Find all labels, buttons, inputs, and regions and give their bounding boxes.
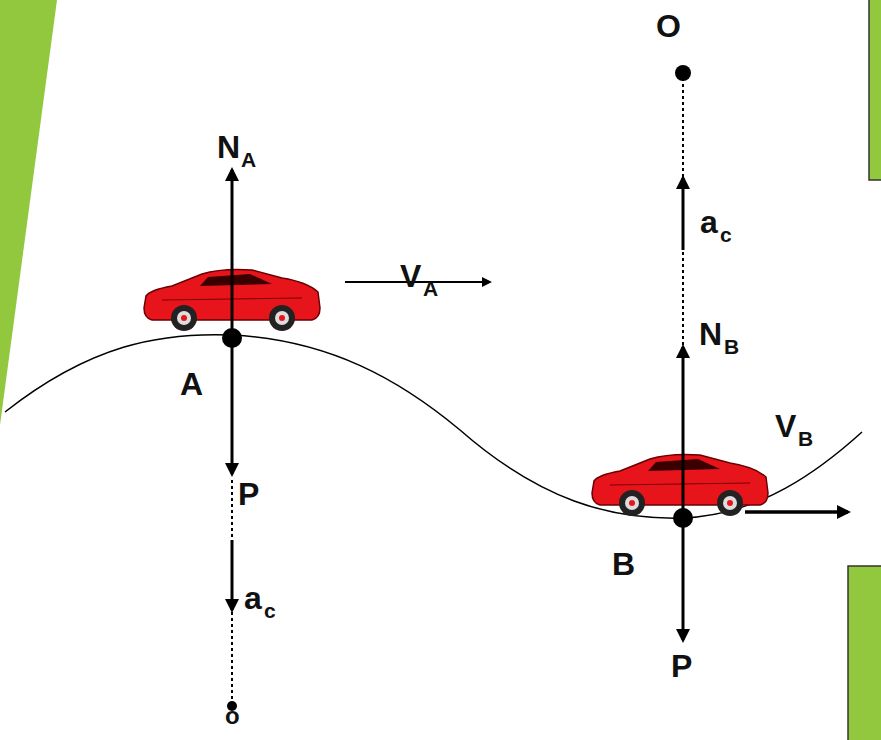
- subscript: A: [423, 278, 438, 299]
- force-symbol: N: [699, 318, 722, 350]
- center-label: O: [656, 10, 681, 42]
- green-panel: [848, 566, 881, 740]
- green-stripe: [0, 0, 57, 425]
- subscript: A: [241, 149, 256, 170]
- point-label: A: [180, 368, 203, 400]
- acceleration-arrow: [682, 178, 685, 250]
- center-dot: [675, 65, 691, 81]
- force-symbol: P: [671, 650, 692, 682]
- force-arrow: [682, 518, 685, 640]
- velocity-arrow: [745, 510, 848, 514]
- road-curve: [5, 335, 862, 519]
- subscript: c: [264, 600, 276, 621]
- force-symbol: N: [217, 131, 240, 163]
- subscript: c: [720, 224, 732, 245]
- subscript: B: [724, 336, 739, 357]
- velocity-symbol: V: [400, 260, 421, 292]
- acceleration-arrow: [231, 540, 234, 610]
- car: [592, 455, 768, 517]
- dotted-radius: [231, 480, 233, 700]
- force-symbol: P: [238, 478, 259, 510]
- force-arrow: [231, 338, 234, 474]
- acceleration-symbol: a: [700, 206, 718, 238]
- force-arrow: [682, 347, 685, 518]
- subscript: B: [798, 428, 813, 449]
- green-panel: [869, 0, 881, 180]
- velocity-symbol: V: [775, 410, 796, 442]
- force-arrow: [231, 170, 234, 338]
- point-dot: [222, 328, 242, 348]
- dotted-radius: [682, 75, 684, 345]
- acceleration-symbol: a: [244, 582, 262, 614]
- point-label: B: [612, 548, 635, 580]
- point-dot: [673, 508, 693, 528]
- center-label: o: [225, 704, 240, 728]
